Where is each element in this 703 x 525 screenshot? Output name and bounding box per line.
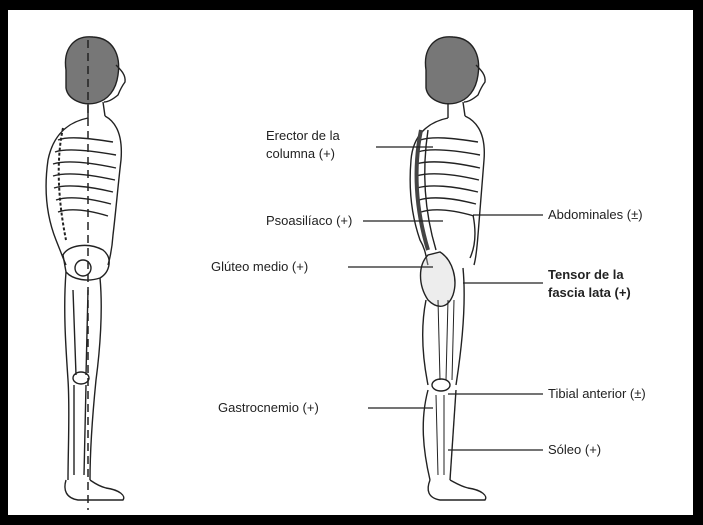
left-skeleton-figure [46, 37, 125, 500]
right-muscle-figure [410, 37, 486, 500]
label-tibial: Tibial anterior (±) [548, 386, 646, 402]
label-psoas: Psoasilíaco (+) [266, 213, 352, 229]
illustration [8, 10, 693, 515]
label-tensor-line1: Tensor de la [548, 267, 624, 283]
label-erector-line2: columna (+) [266, 146, 335, 162]
label-soleo: Sóleo (+) [548, 442, 601, 458]
label-tensor-line2: fascia lata (+) [548, 285, 631, 301]
diagram-frame: Erector de la columna (+) Psoasilíaco (+… [8, 10, 693, 515]
label-gastrocnemio: Gastrocnemio (+) [218, 400, 319, 416]
label-abdominales: Abdominales (±) [548, 207, 643, 223]
label-gluteo: Glúteo medio (+) [211, 259, 308, 275]
label-erector-line1: Erector de la [266, 128, 340, 144]
